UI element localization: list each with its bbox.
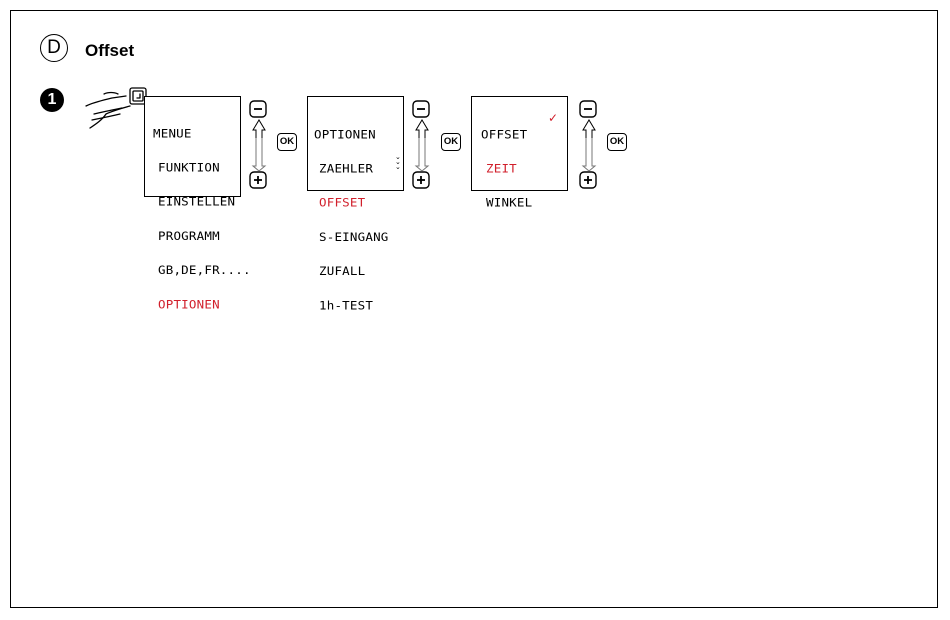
lcd-screen-offset: OFFSET ZEIT WINKEL ✓ (471, 96, 568, 208)
lcd-line-einstellen: EINSTELLEN (158, 194, 236, 209)
lcd-line-winkel: WINKEL (486, 195, 533, 210)
lcd-line-funktion: FUNKTION (158, 160, 220, 175)
lcd-line-zaehler: ZAEHLER (319, 161, 374, 176)
lcd-line-1h-test: 1h-TEST (319, 297, 374, 313)
page-frame (10, 10, 938, 608)
checkmark-icon: ✓ (548, 111, 559, 125)
nav-arrows-3 (578, 100, 600, 197)
nav-arrows-2 (411, 100, 433, 197)
lcd-line-menue: MENUE (153, 125, 192, 141)
lcd-line-zeit-selected: ZEIT (486, 161, 517, 176)
lcd-line-zufall: ZUFALL (319, 263, 366, 278)
section-letter-badge: D (40, 34, 68, 62)
lcd-line-offset-selected: OFFSET (319, 195, 366, 210)
ok-button-2[interactable]: OK (441, 133, 461, 151)
lcd-line-s-eingang: S-EINGANG (319, 229, 389, 244)
ok-button-3[interactable]: OK (607, 133, 627, 151)
lcd-line-language: GB,DE,FR.... (158, 262, 251, 277)
lcd-screen-optionen: OPTIONEN ZAEHLER OFFSET S-EINGANG ZUFALL… (307, 96, 404, 311)
lcd-screen-menu: MENUE FUNKTION EINSTELLEN PROGRAMM GB,DE… (144, 96, 251, 310)
lcd-line-optionen: OPTIONEN (314, 126, 376, 142)
lcd-line-offset: OFFSET (481, 126, 528, 142)
lcd-line-programm: PROGRAMM (158, 228, 220, 243)
ok-button-1[interactable]: OK (277, 133, 297, 151)
hand-press-icon (82, 84, 154, 137)
step-number-badge: 1 (40, 88, 64, 112)
section-title: Offset (85, 41, 135, 60)
nav-arrows-1 (248, 100, 270, 197)
lcd-line-optionen-selected: OPTIONEN (158, 296, 220, 312)
more-items-indicator-icon: ⌄⌄⌄ (395, 154, 401, 171)
